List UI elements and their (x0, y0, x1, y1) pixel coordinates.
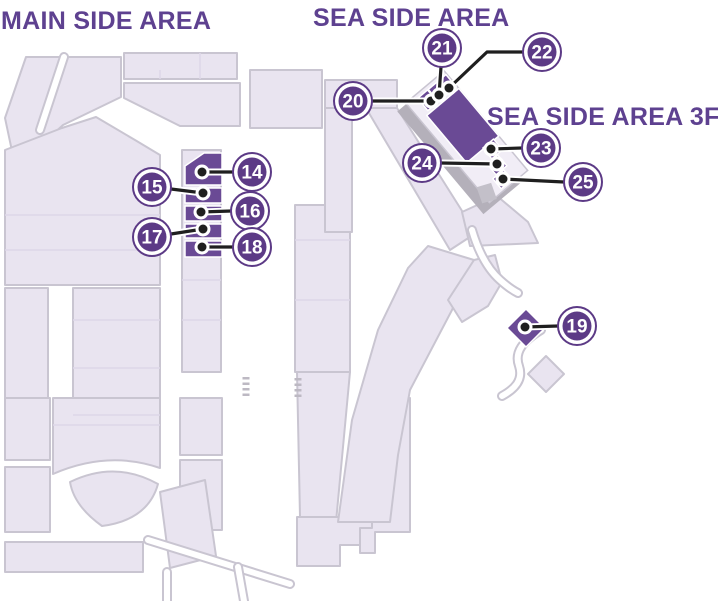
marker-badge-21[interactable]: 21 (422, 28, 462, 68)
building-main-hall[interactable] (425, 87, 500, 164)
marker-number: 18 (241, 238, 262, 259)
marker-dot (486, 144, 496, 154)
block-bottom-bar (4, 541, 144, 573)
marker-badge-15[interactable]: 15 (132, 167, 172, 207)
marker-dot (520, 322, 530, 332)
marker-badge-fill (338, 86, 368, 116)
marker-badge-fill (562, 311, 592, 341)
marker-connector (501, 177, 566, 184)
marker-badge-23[interactable]: 23 (521, 128, 561, 168)
block-bottom-mid-a (179, 397, 223, 456)
marker-badge-17[interactable]: 17 (132, 217, 172, 257)
marker-number: 16 (239, 202, 260, 223)
sea-side-area-3f-title: SEA SIDE AREA 3F (487, 103, 718, 131)
marker-badge-fill (235, 196, 265, 226)
marker-number: 20 (342, 92, 363, 113)
marker-17: 17 (132, 217, 211, 257)
marker-number: 25 (572, 173, 594, 194)
marker-connector (447, 50, 525, 90)
marker-badge-fill (237, 157, 267, 187)
marker-badge-fill (568, 167, 598, 197)
marker-badge-fill (237, 232, 267, 262)
block-bottom-left-a (4, 397, 51, 461)
marker-badge-18[interactable]: 18 (232, 227, 272, 267)
marker-number: 22 (531, 43, 552, 64)
marker-23: 23 (483, 128, 561, 168)
marker-24: 24 (402, 143, 505, 183)
marker-dot (198, 188, 208, 198)
building-stair-tail (476, 182, 497, 204)
marker-number: 17 (141, 228, 162, 249)
marker-badge-19[interactable]: 19 (557, 306, 597, 346)
block-grid-lines (5, 53, 350, 426)
marker-dot (492, 159, 502, 169)
block-top-right (249, 69, 323, 129)
marker-16: 16 (193, 191, 270, 231)
marker-number: 14 (241, 163, 263, 184)
marker-badge-fill (137, 172, 167, 202)
marker-dot (197, 242, 207, 252)
marker-22: 22 (441, 32, 562, 96)
marker-21: 21 (422, 28, 462, 103)
marker-badge-fill (407, 148, 437, 178)
marker-19: 19 (517, 306, 597, 346)
marker-dot (498, 174, 508, 184)
marker-badge-25[interactable]: 25 (563, 162, 603, 202)
marker-badge-fill (526, 133, 556, 163)
marker-badge-14[interactable]: 14 (232, 152, 272, 192)
marker-15: 15 (132, 167, 211, 207)
marker-25: 25 (495, 162, 603, 202)
marker-number: 19 (566, 317, 587, 338)
marker-badge-fill (427, 33, 457, 63)
marker-dot (434, 90, 444, 100)
markers-layer: 14 15 16 17 18 19 20 21 22 23 24 25 (132, 28, 603, 346)
marker-dot (197, 167, 207, 177)
marker-number: 15 (141, 178, 163, 199)
marker-number: 24 (411, 154, 433, 175)
sea-diamond-plaza (527, 355, 565, 393)
marker-18: 18 (194, 227, 272, 267)
marker-14: 14 (194, 152, 272, 192)
block-top-band (123, 52, 238, 80)
marker-badge-fill (137, 222, 167, 252)
marker-badge-fill (527, 37, 557, 67)
main-side-area-title: MAIN SIDE AREA (1, 7, 212, 35)
marker-dot (444, 83, 454, 93)
marker-connector-casing (445, 48, 527, 92)
block-left-big (4, 116, 161, 286)
sea-side-area-title: SEA SIDE AREA (313, 4, 510, 32)
marker-number: 21 (431, 39, 453, 60)
sea-left-bar (324, 107, 353, 233)
marker-badge-22[interactable]: 22 (522, 32, 562, 72)
block-bottom-rows (52, 397, 161, 475)
block-mid-band (123, 82, 241, 127)
block-bottom-lens (69, 470, 159, 527)
marker-badge-16[interactable]: 16 (230, 191, 270, 231)
block-bottom-left-b (4, 466, 51, 533)
marker-dot (196, 207, 206, 217)
marker-badge-24[interactable]: 24 (402, 143, 442, 183)
marker-connector (439, 161, 499, 166)
marker-number: 23 (530, 139, 551, 160)
marker-badge-20[interactable]: 20 (333, 81, 373, 121)
marker-dot (198, 224, 208, 234)
